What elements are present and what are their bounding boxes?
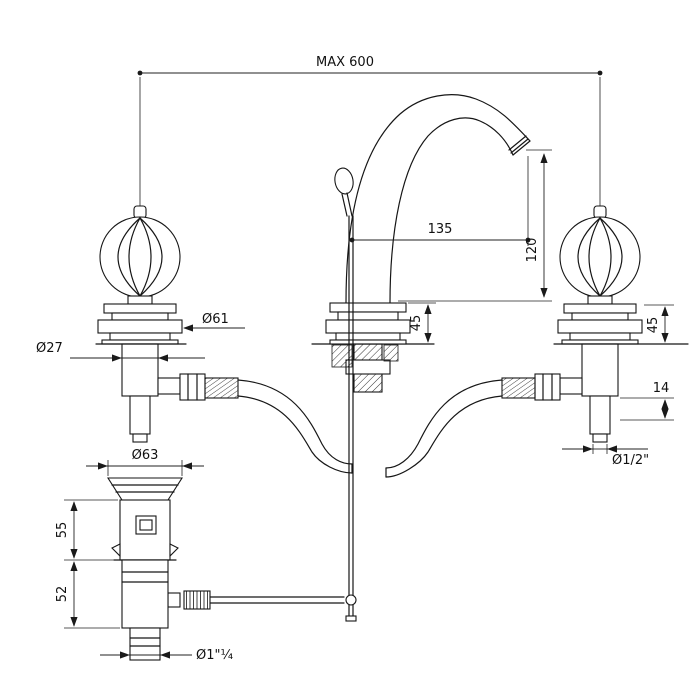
dim-label-120: 120	[525, 238, 540, 263]
dimension-max-600: MAX 600	[137, 55, 603, 208]
rod-ball-joint	[345, 594, 357, 606]
dimension-27: Ø27	[36, 341, 205, 362]
dimension-1-quarter-inch: Ø1"¼	[100, 648, 233, 663]
dim-label-max600: MAX 600	[316, 55, 374, 70]
left-braided-hose-fitting	[204, 377, 239, 399]
right-flexible-hose	[385, 379, 503, 478]
dimension-45-right: 45	[644, 304, 674, 343]
dim-label-1-quarter: Ø1"¼	[196, 648, 233, 663]
dim-label-half-inch: Ø1/2"	[612, 453, 649, 468]
aerator	[510, 138, 529, 154]
dimension-14: 14	[620, 381, 674, 421]
dim-label-55: 55	[55, 522, 70, 539]
dimension-half-inch: Ø1/2"	[562, 444, 649, 468]
spout	[325, 94, 531, 393]
dimension-61: Ø61	[183, 312, 245, 332]
deck-section-hatch-left	[331, 344, 353, 368]
dim-label-52: 52	[55, 586, 70, 603]
pop-up-lever-knob	[334, 167, 354, 195]
dimension-120: 120	[398, 149, 552, 302]
dim-label-63: Ø63	[132, 448, 159, 463]
left-valve	[97, 205, 239, 443]
right-valve	[501, 205, 643, 443]
pop-up-waste	[106, 477, 184, 661]
deck-section-hatch-right	[383, 344, 399, 362]
right-braided-hose-fitting	[501, 377, 536, 399]
dim-label-45-right: 45	[646, 317, 661, 334]
dimension-135: 135	[349, 156, 531, 246]
dimension-45-center: 45	[408, 302, 436, 343]
dimension-55-52: 55 52	[55, 499, 120, 629]
dimension-63: Ø63	[86, 448, 204, 476]
dim-label-27: Ø27	[36, 341, 63, 356]
left-flexible-hose	[237, 379, 353, 474]
dim-label-14: 14	[653, 381, 670, 396]
dim-label-45-center: 45	[409, 315, 424, 332]
linkage-coupling	[183, 590, 211, 610]
dim-label-135: 135	[428, 222, 453, 237]
pop-up-rod-linkage	[167, 215, 357, 622]
dim-label-61: Ø61	[202, 312, 229, 327]
